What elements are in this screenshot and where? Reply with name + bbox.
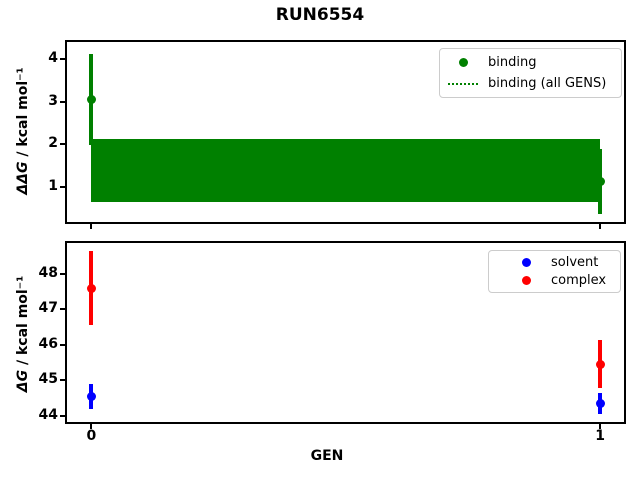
binding-marker-gen1 xyxy=(595,177,605,187)
legend-binding: binding binding (all GENS) xyxy=(439,48,622,98)
binding-all-gens-band xyxy=(91,139,601,203)
binding-marker-icon xyxy=(458,58,468,67)
complex-marker-icon xyxy=(521,276,531,286)
legend-item-solvent: solvent xyxy=(511,255,620,270)
y-tick-mark xyxy=(60,308,65,311)
y-axis-label-ddg-units: / kcal mol⁻¹ xyxy=(15,67,31,162)
binding-marker-gen0 xyxy=(86,94,96,104)
y-tick-label: 48 xyxy=(38,264,58,281)
legend-label-binding: binding xyxy=(488,55,537,70)
x-axis-label-gen: GEN xyxy=(310,448,344,464)
y-tick-mark xyxy=(60,100,65,103)
y-tick-label: 44 xyxy=(38,406,58,423)
legend-handle xyxy=(448,58,478,67)
x-tick-mark xyxy=(599,424,602,429)
solvent-marker-icon xyxy=(521,257,531,267)
y-tick-label: 45 xyxy=(38,371,58,388)
y-axis-label-dg-units: / kcal mol⁻¹ xyxy=(15,275,31,370)
y-axis-label-ddg-math: ΔΔG xyxy=(15,161,31,195)
x-tick-mark xyxy=(90,224,93,229)
y-tick-mark xyxy=(60,58,65,61)
y-tick-label: 2 xyxy=(48,135,58,152)
legend-handle xyxy=(511,276,541,286)
binding-all-gens-dotted-line-icon xyxy=(448,82,478,85)
y-tick-mark xyxy=(60,414,65,417)
y-axis-label-dg-math: ΔG xyxy=(15,369,31,393)
y-axis-label-dg: ΔG / kcal mol⁻¹ xyxy=(15,276,31,392)
x-tick-mark xyxy=(90,424,93,429)
x-tick-label: 0 xyxy=(86,428,97,444)
y-axis-label-ddg: ΔΔG / kcal mol⁻¹ xyxy=(15,67,31,194)
y-tick-label: 47 xyxy=(38,300,58,317)
complex-marker-gen1 xyxy=(595,359,605,369)
y-tick-mark xyxy=(60,143,65,146)
y-tick-label: 1 xyxy=(48,177,58,194)
legend-label-binding-all-gens: binding (all GENS) xyxy=(488,76,607,91)
y-tick-mark xyxy=(60,272,65,275)
y-tick-label: 46 xyxy=(38,335,58,352)
figure-title: RUN6554 xyxy=(275,5,365,25)
y-tick-mark xyxy=(60,343,65,346)
legend-item-binding-all-gens: binding (all GENS) xyxy=(448,76,621,91)
complex-marker-gen0 xyxy=(86,283,96,293)
legend-item-complex: complex xyxy=(511,273,620,288)
y-tick-mark xyxy=(60,379,65,382)
y-tick-mark xyxy=(60,185,65,188)
y-tick-label: 3 xyxy=(48,92,58,109)
legend-handle xyxy=(448,82,478,85)
solvent-marker-gen0 xyxy=(86,391,96,401)
legend-dg: solvent complex xyxy=(488,250,621,293)
legend-label-solvent: solvent xyxy=(551,254,599,270)
y-tick-label: 4 xyxy=(48,50,58,67)
legend-label-complex: complex xyxy=(551,273,607,289)
solvent-marker-gen1 xyxy=(595,398,605,408)
legend-handle xyxy=(511,257,541,267)
legend-item-binding: binding xyxy=(448,55,621,70)
x-tick-mark xyxy=(599,224,602,229)
x-tick-label: 1 xyxy=(595,428,605,444)
